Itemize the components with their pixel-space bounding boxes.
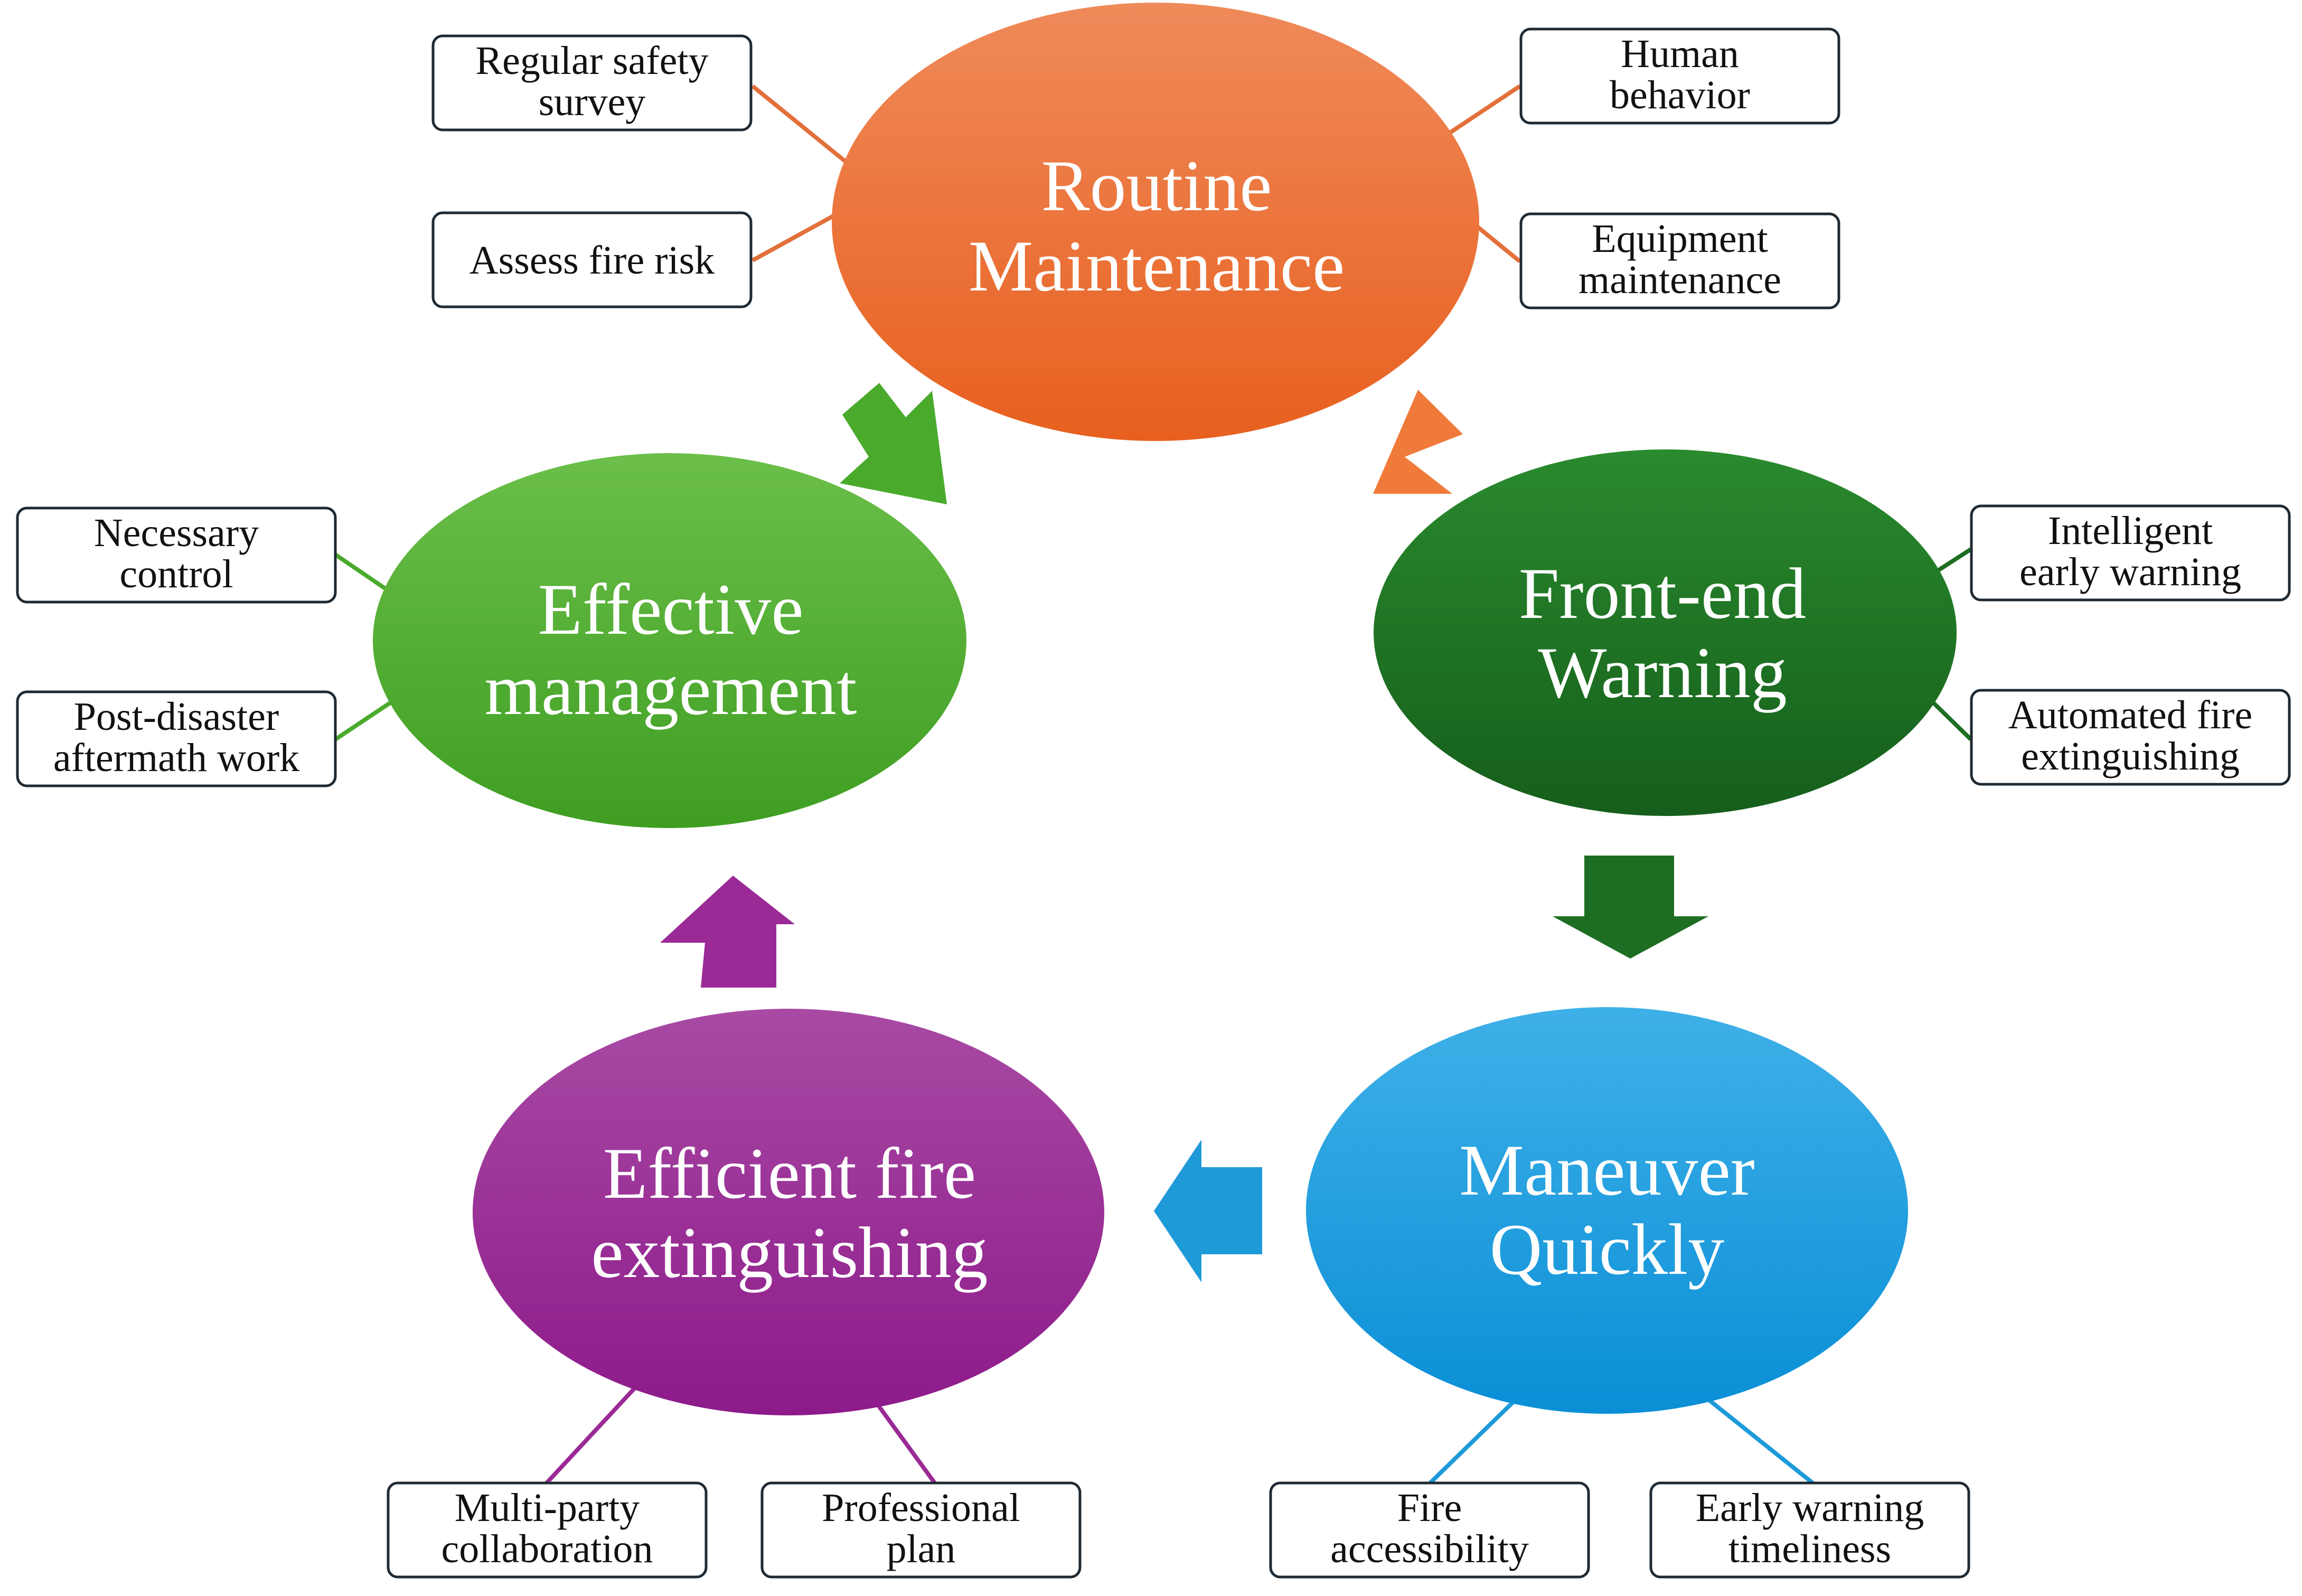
box-fire-access [1269,1481,1590,1579]
connector-multi-party [545,1385,638,1485]
box-multi-party-line2: collaboration [441,1527,653,1571]
arrow-efficient-to-effective [660,876,795,988]
box-necessary-line1: Necessary [94,511,259,555]
box-post-disaster [16,690,337,787]
connector-fire-access [1429,1401,1515,1485]
box-early-timeliness-line1: Early warning [1696,1486,1924,1530]
box-assess-fire-line1: Assess fire risk [469,238,715,283]
connector-early-timeliness [1707,1397,1816,1486]
maneuver-quickly-title-line1: Maneuver [1459,1130,1754,1210]
box-post-disaster-line1: Post-disaster [74,694,279,739]
efficient-fire-title-line2: extinguishing [591,1212,988,1293]
box-intelligent-line1: Intelligent [2048,509,2213,553]
box-necessary-line2: control [119,552,233,596]
routine-maintenance-title-line2: Maintenance [969,226,1345,306]
box-human-behavior [1519,27,1840,125]
routine-maintenance-node [832,3,1479,441]
box-automated [1970,689,2291,786]
efficient-fire-node [473,1009,1104,1415]
box-multi-party-line1: Multi-party [455,1486,640,1530]
box-equipment-line1: Equipment [1592,217,1768,261]
arrow-effective-to-routine [840,383,947,504]
box-automated-line1: Automated fire [2008,693,2252,737]
box-early-timeliness [1649,1481,1970,1579]
box-automated-line2: extinguishing [2021,734,2240,778]
connector-automated [1926,696,1972,741]
connector-lines [334,84,1972,1486]
connector-human-behavior [1445,84,1521,137]
box-intelligent-line2: early warning [2019,550,2241,594]
box-fire-access-line2: accessibility [1330,1527,1529,1571]
box-equipment-line2: maintenance [1578,258,1781,302]
box-regular-safety-line1: Regular safety [475,39,708,83]
box-early-timeliness-line2: timeliness [1728,1527,1891,1571]
box-professional [760,1481,1082,1579]
box-professional-line2: plan [887,1527,956,1571]
effective-management-node [373,453,966,828]
box-assess-fire [431,211,753,308]
arrow-routine-to-warning [1373,390,1463,494]
front-end-warning-title-line2: Warning [1538,632,1787,713]
front-end-warning-title-line1: Front-end [1519,553,1806,634]
arrow-maneuver-to-efficient [1154,1140,1262,1282]
efficient-fire-title-line1: Efficient fire [603,1133,976,1214]
connector-professional [872,1398,937,1485]
routine-maintenance-title-line1: Routine [1041,145,1272,226]
box-regular-safety-line2: survey [539,80,646,124]
box-multi-party [387,1481,708,1579]
maneuver-quickly-node [1306,1007,1908,1414]
maneuver-quickly-title-line2: Quickly [1490,1209,1725,1290]
box-fire-access-line1: Fire [1397,1486,1462,1530]
connector-intelligent [1937,547,1972,572]
box-human-behavior-line2: behavior [1610,73,1750,117]
front-end-warning-node [1374,449,1957,816]
connector-necessary [334,552,395,596]
box-human-behavior-line1: Human [1621,32,1739,76]
box-regular-safety [431,34,753,132]
effective-management-title-line1: Effective [538,569,803,650]
arrow-warning-to-maneuver [1553,856,1708,959]
effective-management-title-line2: management [484,649,857,730]
box-post-disaster-line2: aftermath work [53,736,299,780]
box-necessary [16,506,337,604]
connector-assess-fire [751,212,838,262]
connector-regular-safety [751,84,847,163]
box-intelligent [1970,504,2291,602]
connector-post-disaster [334,700,392,741]
box-professional-line1: Professional [822,1486,1020,1530]
box-equipment [1519,212,1840,309]
